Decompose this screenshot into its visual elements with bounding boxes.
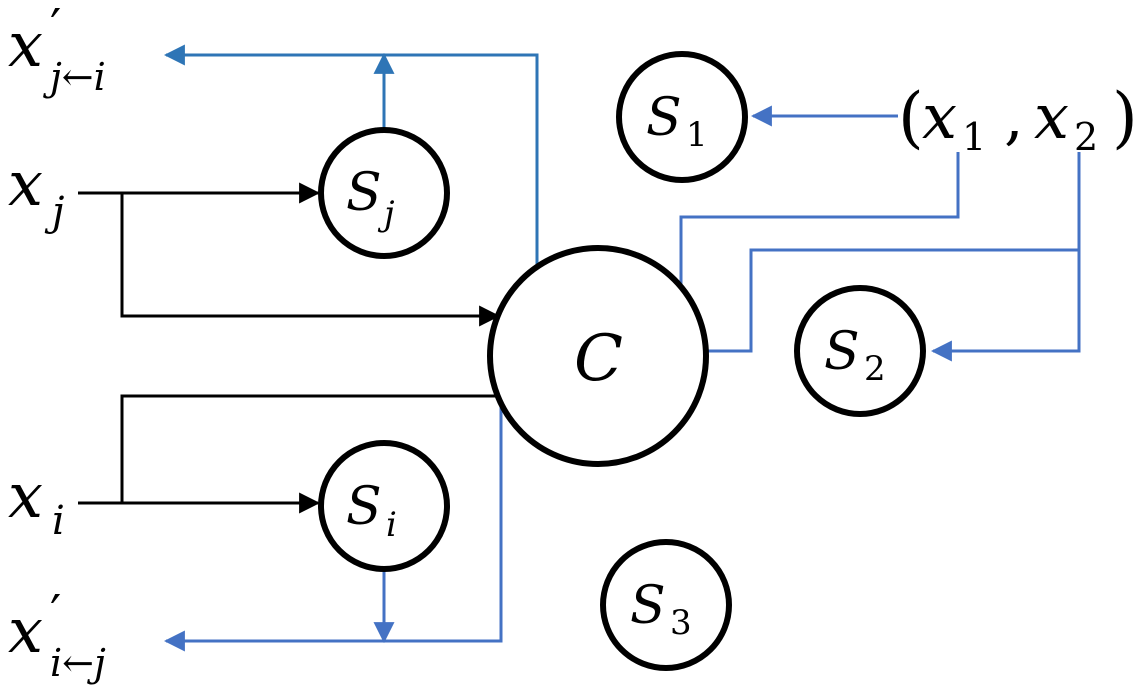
server-j-symbol: S — [346, 163, 382, 223]
arrow-x2-to-c — [677, 152, 1081, 362]
server-2-symbol: S — [824, 322, 860, 382]
label-x-prime-j-from-i: x ′ j←i — [8, 0, 106, 99]
coordinator-circle — [487, 245, 709, 467]
coordinator-node: C — [487, 245, 709, 467]
pair-x2-subscript: 2 — [1074, 115, 1098, 159]
server-2-subscript: 2 — [864, 349, 886, 389]
label-x-i: x i — [8, 459, 65, 544]
label-xprime-j-subscript: j←i — [43, 55, 106, 99]
server-3-node: S 3 — [600, 539, 732, 671]
pair-x2-base: x — [1034, 80, 1069, 153]
arrow-c-to-xprime-i — [163, 318, 503, 652]
label-xj-subscript: j — [44, 189, 64, 235]
pair-comma: , — [1004, 80, 1024, 153]
server-3-subscript: 3 — [670, 603, 692, 643]
label-xj-base: x — [8, 147, 43, 220]
server-3-symbol: S — [630, 576, 666, 636]
server-1-subscript: 1 — [686, 115, 708, 155]
arrow-x2-to-s2 — [930, 250, 1081, 362]
label-xi-subscript: i — [52, 498, 65, 544]
label-xprime-i-subscript: i←j — [50, 641, 106, 685]
label-xprime-i-prime: ′ — [50, 584, 61, 642]
label-x-j: x j — [8, 147, 64, 235]
label-xi-base: x — [8, 459, 43, 532]
pair-x1-subscript: 1 — [962, 115, 986, 159]
input-arrows — [78, 182, 540, 514]
server-j-circle — [318, 127, 450, 259]
label-xprime-i-base: x — [8, 594, 43, 667]
label-pair: ( x 1 , x 2 ) — [898, 79, 1138, 159]
server-i-node: S i — [318, 440, 450, 572]
label-x-prime-i-from-j: x ′ i←j — [8, 584, 106, 685]
coordinator-symbol: C — [574, 322, 623, 396]
server-3-circle — [600, 539, 732, 671]
pair-open-paren: ( — [898, 79, 924, 156]
arrow-xj-to-c — [120, 193, 501, 327]
server-i-circle — [318, 440, 450, 572]
server-1-node: S 1 — [616, 51, 748, 183]
server-2-node: S 2 — [794, 285, 926, 417]
server-2-circle — [794, 285, 926, 417]
arrow-xi-to-c — [120, 385, 540, 503]
pair-close-paren: ) — [1112, 79, 1138, 156]
server-j-node: S j — [318, 127, 450, 259]
server-i-symbol: S — [346, 477, 382, 537]
pair-x1-base: x — [922, 80, 957, 153]
server-1-circle — [616, 51, 748, 183]
label-xprime-j-prime: ′ — [50, 0, 61, 56]
server-i-subscript: i — [386, 505, 397, 545]
server-1-symbol: S — [646, 88, 682, 148]
label-xprime-j-base: x — [8, 8, 43, 81]
